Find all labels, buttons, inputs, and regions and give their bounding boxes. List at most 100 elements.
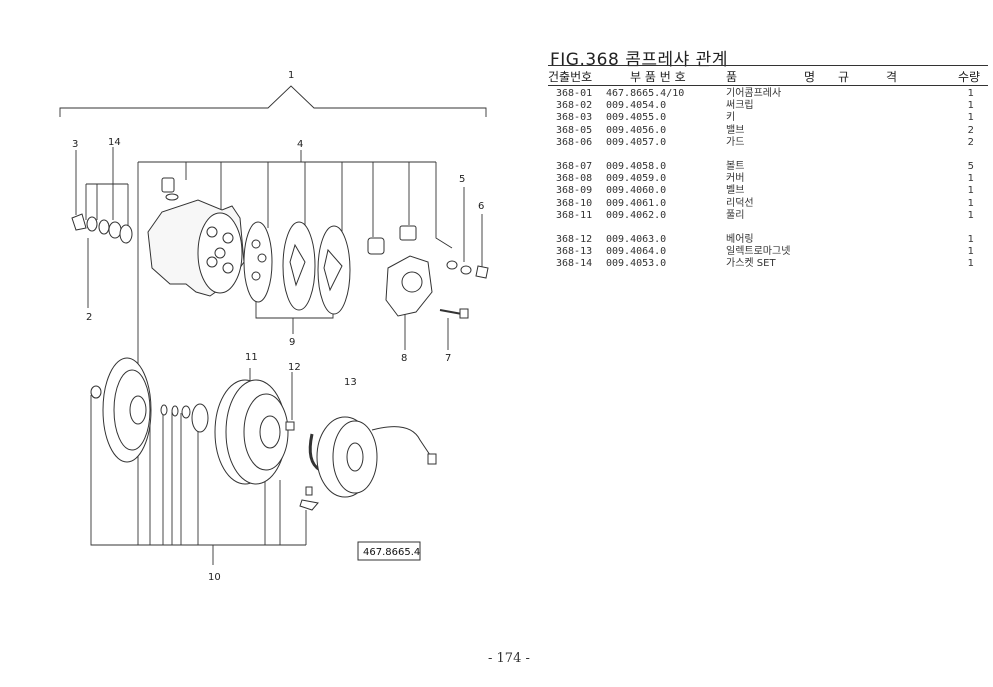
parts-table-body: 368-01 467.8665.4/10 기어콤프레사 1 368-02 009.4054… [548, 88, 988, 270]
parts-table-header: 건출번호 부 품 번 호 품 명 규 격 수량 [548, 68, 988, 85]
cell-qty: 1 [967, 112, 974, 124]
callout-3: 3 [72, 139, 78, 150]
cell-part-no: 009.4060.0 [606, 185, 667, 197]
compressor-body [147, 177, 245, 297]
table-row: 368-01 467.8665.4/10 기어콤프레사 1 [548, 88, 988, 100]
table-row: 368-05 009.4056.0 밸브 2 [548, 125, 988, 137]
cell-no: 368-03 [556, 112, 593, 124]
cell-name: 벨브 [726, 185, 745, 197]
callout-1: 1 [288, 70, 294, 81]
cell-no: 368-10 [556, 197, 593, 209]
cell-no: 368-08 [556, 173, 593, 185]
header-name-2: 명 [804, 70, 816, 84]
cell-qty: 1 [967, 233, 974, 245]
callout-6: 6 [478, 201, 484, 212]
assembly-number-box [357, 541, 421, 561]
cell-name: 볼트 [726, 160, 745, 172]
cell-qty: 1 [967, 246, 974, 258]
cell-part-no: 009.4054.0 [606, 100, 667, 112]
assembly-number: 467.8665.4 [363, 547, 420, 558]
cover-parts [367, 225, 489, 319]
cell-part-no: 009.4058.0 [606, 160, 667, 172]
bracket-1 [59, 85, 487, 117]
cell-part-no: 009.4061.0 [606, 197, 667, 209]
header-spec-2: 격 [886, 70, 898, 84]
callout-7: 7 [445, 353, 451, 364]
cell-part-no: 009.4063.0 [606, 233, 667, 245]
table-row: 368-12 009.4063.0 베어링 1 [548, 234, 988, 246]
electromagnet [299, 416, 437, 511]
callout-14: 14 [108, 137, 121, 148]
header-spec-1: 규 [838, 70, 850, 84]
table-row: 368-07 009.4058.0 볼트 5 [548, 161, 988, 173]
callout-8: 8 [401, 353, 407, 364]
header-no: 건출번호 [548, 70, 593, 84]
callout-5: 5 [459, 174, 465, 185]
title-rule [548, 65, 988, 66]
cell-name: 커버 [726, 173, 745, 185]
cell-qty: 1 [967, 88, 974, 99]
cell-part-no: 009.4053.0 [606, 258, 667, 270]
cell-no: 368-12 [556, 233, 593, 245]
cell-name: 가드 [726, 136, 745, 148]
header-rule [548, 85, 988, 86]
callout-2: 2 [86, 312, 92, 323]
cell-no: 368-09 [556, 185, 593, 197]
table-row: 368-09 009.4060.0 벨브 1 [548, 185, 988, 197]
cell-part-no: 009.4062.0 [606, 209, 667, 221]
cell-qty: 5 [967, 160, 974, 172]
cell-no: 368-06 [556, 136, 593, 148]
cell-part-no: 009.4064.0 [606, 246, 667, 258]
header-qty: 수량 [958, 70, 981, 84]
callout-4: 4 [297, 139, 303, 150]
callout-11: 11 [245, 352, 258, 363]
cell-name: 일렉트로마그넷 [726, 246, 791, 258]
cell-name: 기어콤프레사 [726, 88, 782, 99]
cell-name: 키 [726, 112, 736, 124]
cell-part-no: 009.4055.0 [606, 112, 667, 124]
cell-no: 368-11 [556, 209, 593, 221]
callout-12: 12 [288, 362, 301, 373]
page-number: - 174 - [488, 651, 530, 666]
table-row: 368-06 009.4057.0 가드 2 [548, 137, 988, 149]
cell-qty: 1 [967, 173, 974, 185]
cell-qty: 1 [967, 258, 974, 270]
table-row: 368-03 009.4055.0 키 1 [548, 112, 988, 124]
cell-no: 368-01 [556, 88, 593, 99]
gasket-plates [243, 221, 351, 315]
table-row: 368-14 009.4053.0 가스켓 SET 1 [548, 258, 988, 270]
cell-qty: 1 [967, 209, 974, 221]
figure-title: FIG.368 콤프레샤 관계 [550, 50, 728, 70]
cell-qty: 1 [967, 197, 974, 209]
cell-part-no: 009.4057.0 [606, 136, 667, 148]
cell-name: 가스켓 SET [726, 258, 776, 270]
callout-9: 9 [289, 337, 295, 348]
cell-no: 368-07 [556, 160, 593, 172]
clutch-plate [90, 357, 209, 463]
cell-name: 베어링 [726, 233, 754, 245]
cell-part-no: 467.8665.4/10 [606, 88, 685, 99]
cell-qty: 1 [967, 185, 974, 197]
group-gap [548, 149, 988, 161]
cell-name: 밸브 [726, 124, 745, 136]
cell-no: 368-02 [556, 100, 593, 112]
cell-name: 써크립 [726, 100, 754, 112]
cell-no: 368-05 [556, 124, 593, 136]
cell-part-no: 009.4056.0 [606, 124, 667, 136]
cell-no: 368-14 [556, 258, 593, 270]
cell-qty: 2 [967, 136, 974, 148]
group-gap [548, 222, 988, 234]
header-name-1: 품 [726, 70, 738, 84]
header-part-no: 부 품 번 호 [630, 70, 686, 84]
cell-name: 리덕선 [726, 197, 754, 209]
table-row: 368-10 009.4061.0 리덕선 1 [548, 198, 988, 210]
callout-13: 13 [344, 377, 357, 388]
cell-qty: 2 [967, 124, 974, 136]
callout-10: 10 [208, 572, 221, 583]
pulley [214, 379, 295, 485]
